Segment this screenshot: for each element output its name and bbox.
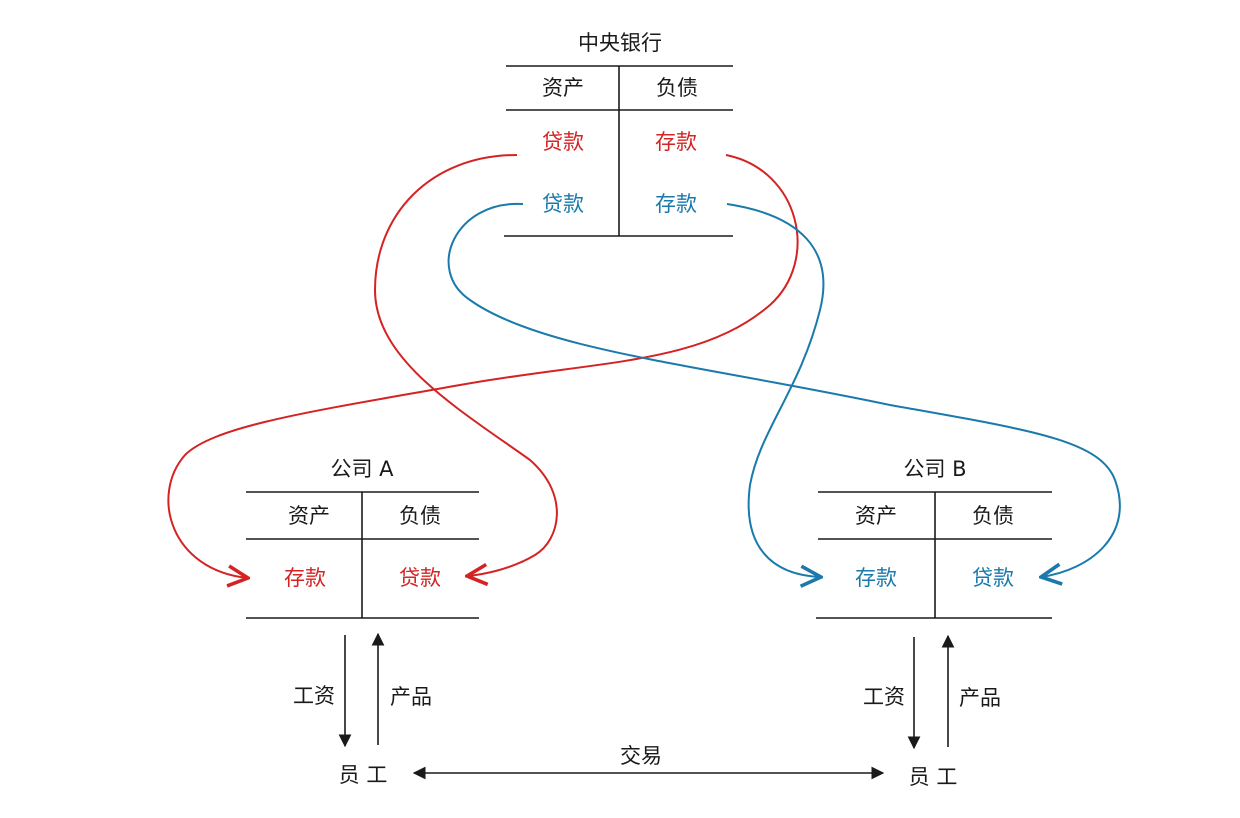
company-b-employee-label: 员 工 [909,765,958,789]
company-a-product-label: 产品 [390,685,432,709]
central-bank-title: 中央银行 [578,31,662,55]
company-a-employee-label: 员 工 [339,763,388,787]
company-b-loan: 贷款 [972,566,1014,590]
company-b-title: 公司 B [903,457,966,481]
company-b-employee-flows: 工资 产品 员 工 [863,634,1001,789]
central-bank-deposit-blue: 存款 [655,192,697,216]
company-b-deposit: 存款 [855,566,897,590]
company-b-product-label: 产品 [959,686,1001,710]
central-bank-liabilities-header: 负债 [656,76,698,100]
company-b-assets-header: 资产 [855,504,897,528]
company-a-liabilities-header: 负债 [399,504,441,528]
central-bank-assets-header: 资产 [542,76,584,100]
trade-flow: 交易 [412,744,885,780]
blue-deposit-flow-curve [726,203,825,577]
company-b-account: 公司 B 资产 负债 存款 贷款 [816,457,1052,619]
central-bank-account: 中央银行 资产 负债 贷款 存款 贷款 存款 [504,31,733,237]
red-loan-flow-curve [373,154,558,576]
company-a-assets-header: 资产 [288,504,330,528]
central-bank-deposit-red: 存款 [655,130,697,154]
company-a-account: 公司 A 资产 负债 存款 贷款 [246,457,479,619]
blue-loan-flow-curve [447,202,1121,577]
company-a-wage-label: 工资 [293,684,335,708]
trade-label: 交易 [620,744,662,768]
company-b-wage-label: 工资 [863,685,905,709]
company-b-liabilities-header: 负债 [972,504,1014,528]
company-a-title: 公司 A [330,457,394,481]
central-bank-loan-blue: 贷款 [542,192,584,216]
company-a-loan: 贷款 [399,566,441,590]
red-deposit-flow-curve [167,154,799,578]
company-a-employee-flows: 工资 产品 员 工 [293,632,432,787]
central-bank-loan-red: 贷款 [542,130,584,154]
company-a-deposit: 存款 [284,566,326,590]
